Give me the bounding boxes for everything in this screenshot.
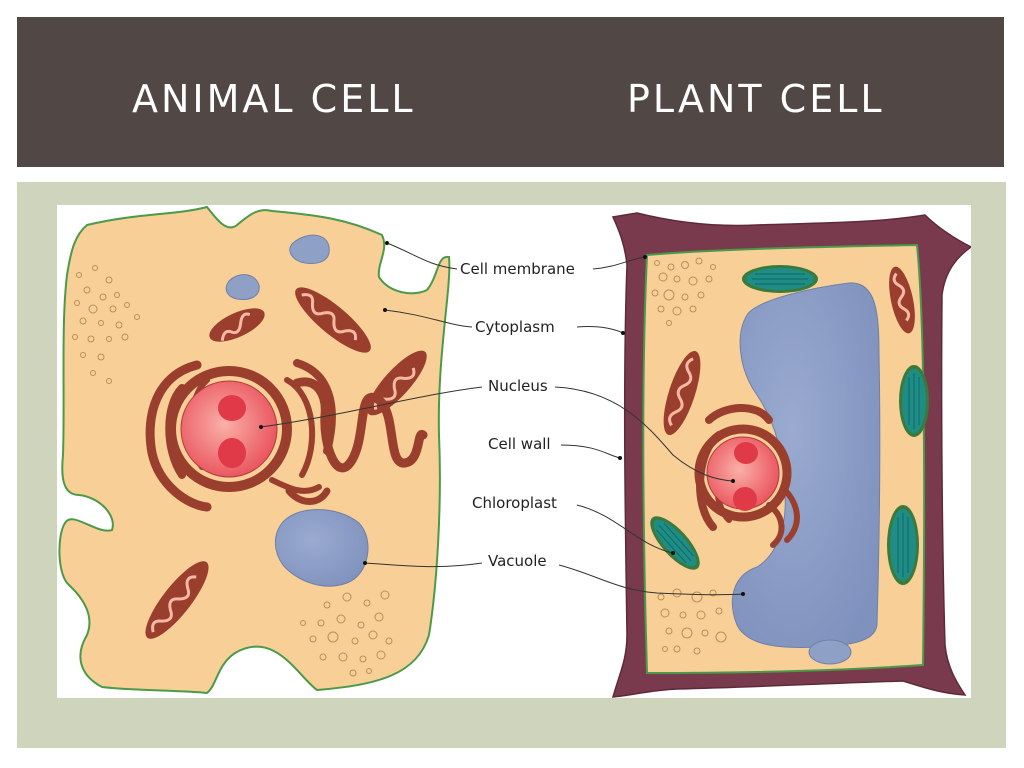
animal-vacuole	[274, 509, 369, 587]
animal-small-vacuole	[225, 274, 260, 300]
animal-mitochondrion	[145, 561, 209, 639]
animal-vesicles	[72, 265, 393, 677]
plant-chloroplast	[650, 516, 700, 570]
animal-mitochondrion	[295, 287, 371, 353]
plant-vesicles	[651, 257, 727, 655]
plant-mitochondrion	[889, 266, 915, 334]
plant-chloroplast	[899, 365, 929, 437]
animal-mitochondrion	[209, 308, 265, 342]
plant-chloroplast	[742, 265, 818, 293]
plant-chloroplast	[887, 505, 919, 585]
leader-lines	[260, 242, 744, 596]
plant-mitochondrion	[663, 350, 701, 436]
label-vacuole: Vacuole	[488, 552, 547, 570]
title-bar	[17, 17, 1004, 167]
cell-diagram: Cell membrane Cytoplasm Nucleus Cell wal…	[57, 205, 973, 698]
animal-cell-title: ANIMAL CELL	[132, 77, 416, 121]
animal-small-vacuole	[289, 234, 330, 264]
label-nucleus: Nucleus	[488, 377, 548, 395]
animal-nucleus	[166, 366, 292, 492]
label-cell-wall: Cell wall	[488, 435, 551, 453]
plant-cell-title: PLANT CELL	[627, 77, 885, 121]
label-cytoplasm: Cytoplasm	[475, 318, 555, 336]
plant-cell	[611, 212, 973, 698]
leader-dots	[259, 241, 745, 596]
plant-small-vacuole	[808, 639, 852, 665]
label-cell-membrane: Cell membrane	[460, 260, 575, 278]
plant-nucleus	[694, 424, 792, 522]
animal-cell	[58, 205, 451, 695]
label-chloroplast: Chloroplast	[472, 494, 557, 512]
